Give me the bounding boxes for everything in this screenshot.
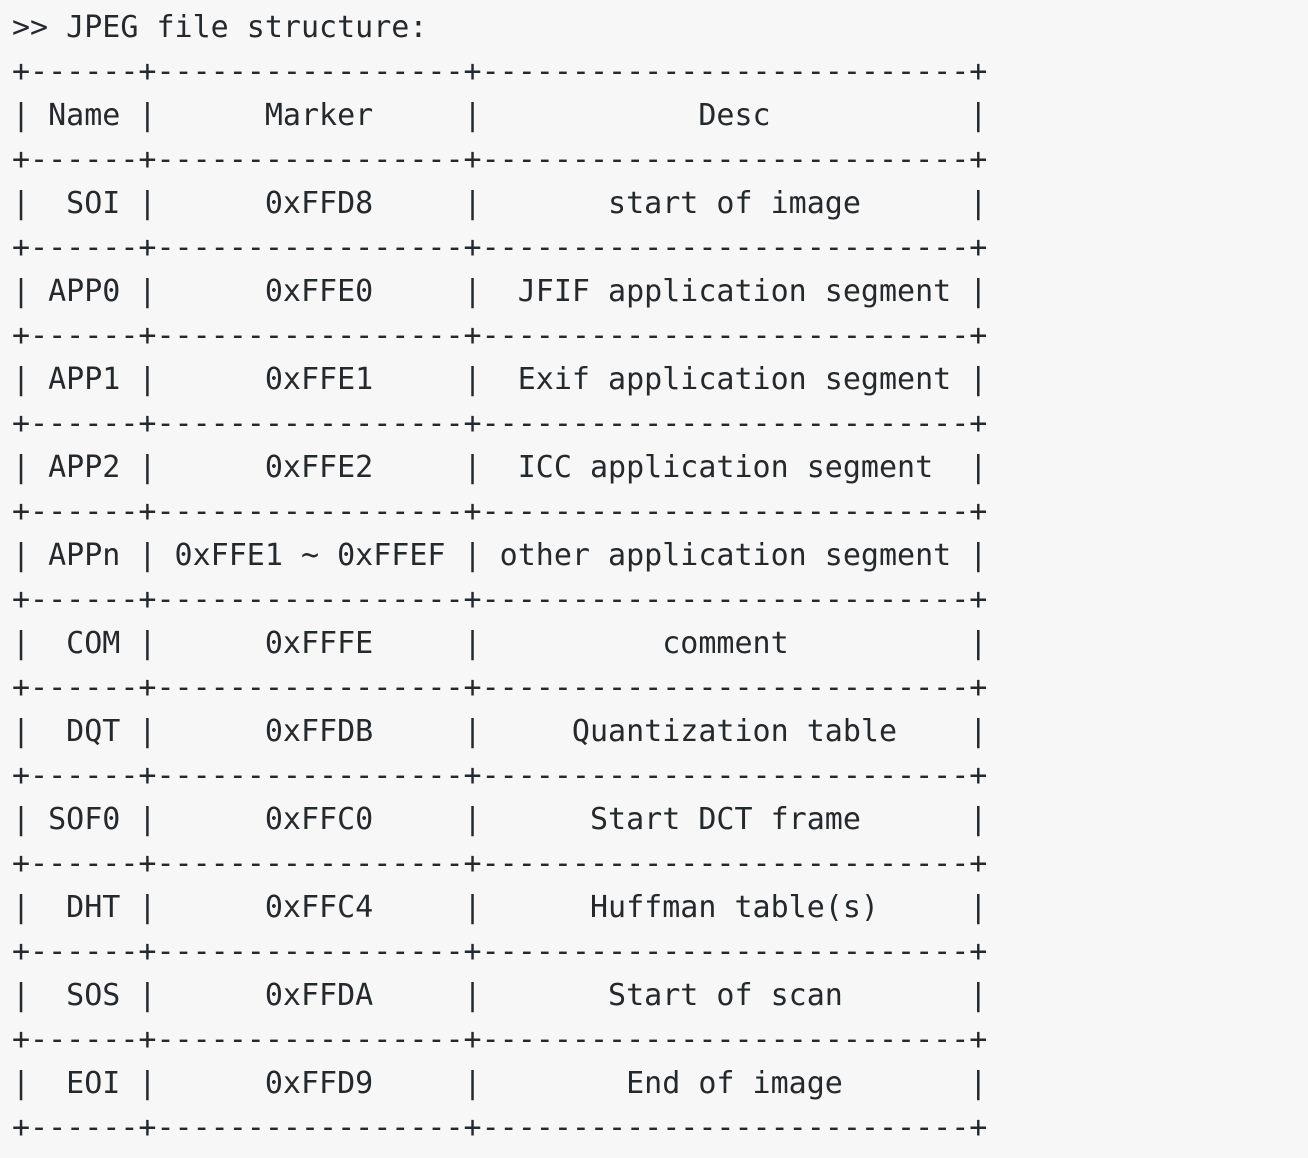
table-header-row: | Name | Marker | Desc | [12,98,988,133]
table-border: +------+-----------------+--------------… [12,758,988,793]
table-border: +------+-----------------+--------------… [12,1022,988,1057]
table-row-dqt: | DQT | 0xFFDB | Quantization table | [12,714,988,749]
table-border: +------+-----------------+--------------… [12,318,988,353]
table-row-app1: | APP1 | 0xFFE1 | Exif application segme… [12,362,988,397]
table-border: +------+-----------------+--------------… [12,934,988,969]
table-row-soi: | SOI | 0xFFD8 | start of image | [12,186,988,221]
table-border: +------+-----------------+--------------… [12,406,988,441]
table-border: +------+-----------------+--------------… [12,54,988,89]
table-row-app2: | APP2 | 0xFFE2 | ICC application segmen… [12,450,988,485]
ascii-table: +------+-----------------+--------------… [12,50,1308,1150]
table-border: +------+-----------------+--------------… [12,494,988,529]
table-border: +------+-----------------+--------------… [12,1110,988,1145]
table-row-appn: | APPn | 0xFFE1 ~ 0xFFEF | other applica… [12,538,988,573]
table-border: +------+-----------------+--------------… [12,846,988,881]
table-border: +------+-----------------+--------------… [12,142,988,177]
table-border: +------+-----------------+--------------… [12,582,988,617]
table-row-app0: | APP0 | 0xFFE0 | JFIF application segme… [12,274,988,309]
table-row-sos: | SOS | 0xFFDA | Start of scan | [12,978,988,1013]
output-title: >> JPEG file structure: [12,10,428,45]
table-border: +------+-----------------+--------------… [12,670,988,705]
table-row-sof0: | SOF0 | 0xFFC0 | Start DCT frame | [12,802,988,837]
table-row-com: | COM | 0xFFFE | comment | [12,626,988,661]
table-row-eoi: | EOI | 0xFFD9 | End of image | [12,1066,988,1101]
table-border: +------+-----------------+--------------… [12,230,988,265]
table-row-dht: | DHT | 0xFFC4 | Huffman table(s) | [12,890,988,925]
